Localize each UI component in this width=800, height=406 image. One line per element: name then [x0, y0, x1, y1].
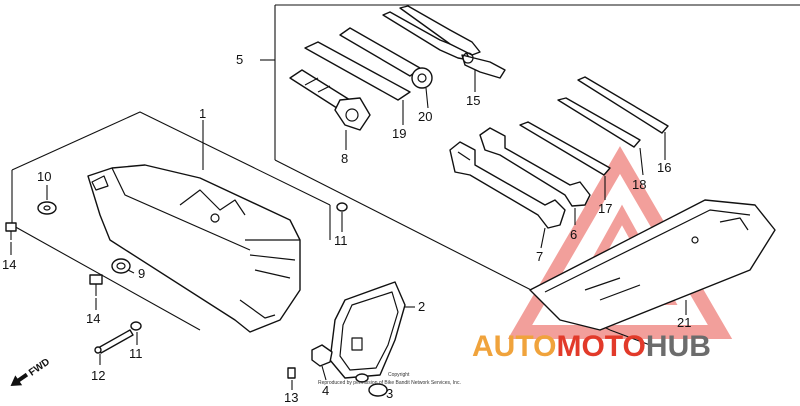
callout-21: 21 [677, 315, 691, 330]
callouts: 1 2 3 4 5 6 7 8 9 10 11 11 12 13 14 14 1… [2, 52, 691, 405]
bolt-14a-part [5, 222, 17, 240]
watermark-moto: MOTO [556, 330, 645, 363]
pliers-part [382, 5, 506, 79]
callout-5: 5 [236, 52, 243, 67]
callout-12: 12 [91, 368, 105, 383]
nut-11b-part [130, 321, 142, 331]
callout-11a: 11 [334, 233, 348, 248]
callout-16: 16 [657, 160, 671, 175]
grommet-9-part [111, 258, 131, 274]
fwd-label: FWD [27, 356, 52, 378]
bolt-14b-part [89, 274, 103, 296]
callout-14a: 14 [2, 257, 16, 272]
handle-bar-part [577, 76, 669, 134]
callout-8: 8 [341, 151, 348, 166]
copyright-notice: Copyright Reproduced by permission of Bi… [318, 372, 461, 386]
callout-1: 1 [199, 106, 206, 121]
open-end-wrench-part [449, 141, 566, 229]
screwdriver-part [339, 27, 433, 89]
copyright-line-2: Reproduced by permission of Bike Bandit … [318, 380, 461, 386]
callout-18: 18 [632, 177, 646, 192]
nut-11a-part [336, 202, 348, 212]
fwd-arrow: FWD [10, 356, 52, 387]
tool-box-part [87, 164, 301, 333]
callout-10: 10 [37, 169, 51, 184]
watermark-wordmark: AUTOMOTOHUB [472, 330, 711, 363]
socket-wrench-part [289, 69, 371, 131]
watermark-auto: AUTO [472, 330, 556, 363]
screwdriver-short-part [557, 97, 641, 148]
flat-bar-part [304, 41, 411, 101]
callout-20: 20 [418, 109, 432, 124]
callout-6: 6 [570, 227, 577, 242]
tool-bag-part [529, 199, 776, 331]
callout-19: 19 [392, 126, 406, 141]
callout-11b: 11 [129, 346, 143, 361]
bolt-4-part [311, 344, 333, 367]
callout-14b: 14 [86, 311, 100, 326]
callout-9: 9 [138, 266, 145, 281]
washer-10-part [37, 201, 57, 215]
callout-2: 2 [418, 299, 425, 314]
cover-plate-part [329, 281, 406, 379]
callout-7: 7 [536, 249, 543, 264]
copyright-line-1: Copyright [388, 372, 410, 378]
callout-15: 15 [466, 93, 480, 108]
watermark-hub: HUB [646, 330, 711, 363]
leader-lines [10, 59, 687, 390]
callout-17: 17 [598, 201, 612, 216]
wrench-part [479, 127, 591, 207]
callout-3: 3 [386, 386, 393, 401]
rod-12-part [94, 329, 134, 354]
svg-text:AUTOMOTOHUB: AUTOMOTOHUB [472, 330, 711, 363]
screwdriver-long-part [519, 121, 611, 176]
callout-4: 4 [322, 383, 329, 398]
screw-3-part [355, 373, 388, 397]
pin-13-part [287, 367, 296, 379]
callout-13: 13 [284, 390, 298, 405]
